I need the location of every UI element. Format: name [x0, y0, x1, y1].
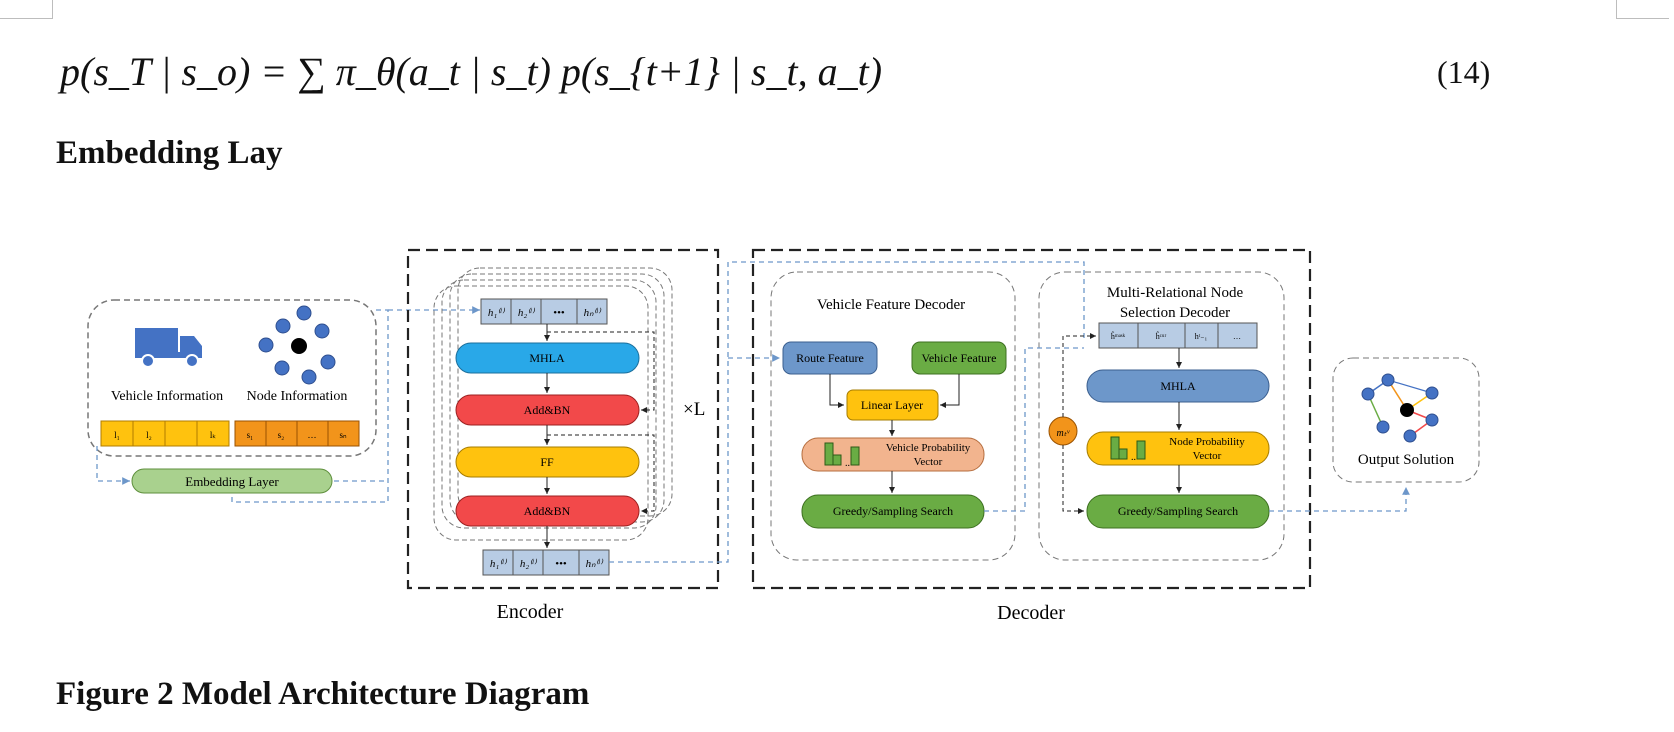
encoder-bottom-cells: h₁⁽ˡ⁾ h₂⁽ˡ⁾ ••• hₙ⁽ˡ⁾ [482, 549, 610, 576]
vehicle-feature-cells: l₁ l₂ lₖ [100, 420, 230, 447]
node-cell-current: ĥᶜᵘʳ [1156, 331, 1167, 341]
embedding-layer-box [131, 468, 333, 494]
vehicle-probability-label-2: Vector [914, 456, 943, 468]
encoder-top-cell-n: hₙ⁽ˡ⁾ [584, 307, 602, 319]
figure-caption: Figure 2 Model Architecture Diagram [56, 676, 590, 712]
encoder-mhla-label: MHLA [529, 351, 565, 365]
section-heading: Embedding Lay [56, 135, 283, 171]
node-decoder-title-1: Multi-Relational Node [1107, 285, 1244, 301]
vehicle-feature-label: Vehicle Feature [922, 351, 997, 365]
encoder-top-cells: h₁⁽ˡ⁾ h₂⁽ˡ⁾ ••• hₙ⁽ˡ⁾ [480, 298, 608, 325]
vehicle-cell-k: lₖ [210, 430, 217, 440]
node-cell-ellipsis: … [1233, 332, 1241, 341]
vehicle-feature-decoder: Vehicle Feature Decoder Route Feature Ve… [770, 271, 1016, 561]
encoder: h₁⁽ˡ⁾ h₂⁽ˡ⁾ ••• hₙ⁽ˡ⁾ MHLA Add&BN FF Add… [406, 248, 720, 590]
node-cell-2: s₂ [278, 430, 285, 440]
node-probability-label-1: Node Probability [1169, 436, 1245, 448]
vehicle-decoder-title: Vehicle Feature Decoder [817, 297, 965, 313]
vehicle-information-label: Vehicle Information [111, 389, 223, 404]
encoder-repeat-label: ×L [683, 399, 705, 420]
node-greedy-search-label: Greedy/Sampling Search [1118, 504, 1238, 518]
encoder-addbn-label-2: Add&BN [524, 504, 571, 518]
encoder-decoder-connectors [609, 261, 1085, 563]
equation: p(s_T | s_o) = ∑ π_θ(a_t | s_t) p(s_{t+1… [60, 49, 883, 94]
node-cell-prev: hᵗ₋₁ [1195, 332, 1208, 341]
vehicle-greedy-search-label: Greedy/Sampling Search [833, 504, 953, 518]
vehicle-cell-2: l₂ [146, 430, 152, 440]
node-decoder-title-2: Selection Decoder [1120, 305, 1230, 321]
encoder-top-cell-1: h₁⁽ˡ⁾ [488, 307, 506, 319]
vehicle-probability-label-1: Vehicle Probability [886, 442, 971, 454]
bar-chart-icon: .. [824, 442, 860, 469]
svg-text:..: .. [845, 458, 850, 469]
route-feature-label: Route Feature [796, 351, 864, 365]
node-cell-ellipsis: … [308, 430, 317, 440]
node-cell-mask: ĥᵐᵃˢᵏ [1111, 331, 1126, 341]
encoder-bottom-cell-ellipsis: ••• [555, 558, 567, 570]
encoder-label: Encoder [497, 601, 564, 623]
output-solution-panel: Output Solution [1332, 357, 1480, 483]
node-probability-label-2: Vector [1193, 450, 1222, 462]
decoder-connectors [984, 347, 1410, 512]
encoder-bottom-cell-1: h₁⁽ˡ⁾ [490, 558, 508, 570]
solution-graph-icon [1361, 373, 1439, 443]
mask-label: mₜᵛ [1057, 428, 1071, 439]
node-feature-cells: s₁ s₂ … sₙ [234, 420, 360, 447]
node-bar-chart-icon: .. [1110, 436, 1146, 463]
node-graph-icon [258, 305, 336, 385]
output-solution-label: Output Solution [1358, 452, 1455, 468]
node-probability-box [1086, 431, 1270, 466]
encoder-bottom-cell-2: h₂⁽ˡ⁾ [520, 558, 538, 570]
svg-text:..: .. [1131, 452, 1136, 463]
encoder-top-cell-2: h₂⁽ˡ⁾ [518, 307, 536, 319]
input-panel: Vehicle Information Node Information l₁ … [87, 299, 377, 457]
node-decoder-context-cells: ĥᵐᵃˢᵏ ĥᶜᵘʳ hᵗ₋₁ … [1098, 322, 1258, 349]
encoder-ff-label: FF [540, 455, 554, 469]
node-mhla-block [1086, 369, 1270, 403]
vehicle-cell-1: l₁ [114, 430, 120, 440]
node-cell-1: s₁ [247, 430, 254, 440]
node-cell-n: sₙ [339, 430, 347, 440]
truck-icon [135, 328, 202, 368]
encoder-addbn-label-1: Add&BN [524, 403, 571, 417]
page-corner-right [1616, 0, 1669, 19]
node-mhla-label: MHLA [1160, 379, 1196, 393]
node-information-label: Node Information [247, 389, 348, 404]
vehicle-probability-box [801, 437, 985, 472]
page-corner-left [0, 0, 53, 19]
decoder-label: Decoder [997, 602, 1065, 624]
decoder-frame [751, 248, 1312, 590]
encoder-top-cell-ellipsis: ••• [553, 307, 565, 319]
encoder-bottom-cell-n: hₙ⁽ˡ⁾ [586, 558, 604, 570]
node-selection-decoder: Multi-Relational Node Selection Decoder … [1038, 271, 1285, 561]
equation-number: (14) [1437, 54, 1491, 90]
input-connectors [96, 306, 480, 503]
embedding-layer-label: Embedding Layer [185, 474, 279, 489]
linear-layer-label: Linear Layer [861, 398, 923, 412]
